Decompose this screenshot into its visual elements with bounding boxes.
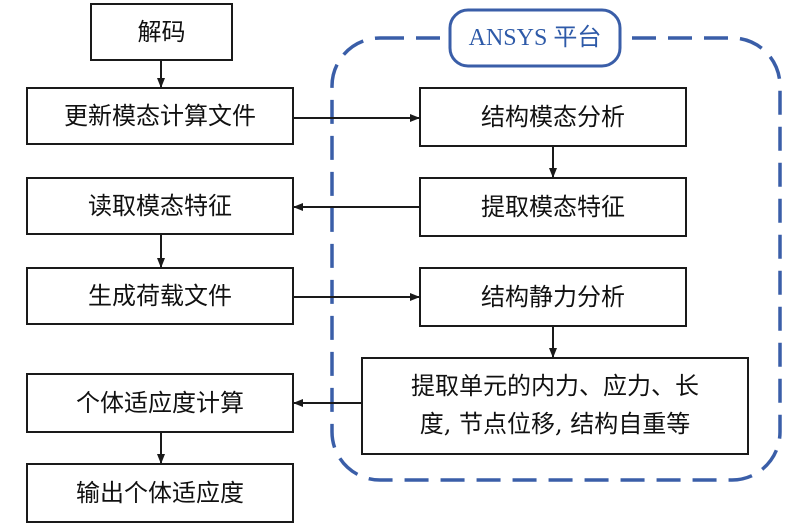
- output-fitness-node: 输出个体适应度: [26, 463, 294, 523]
- static-analysis-label: 结构静力分析: [481, 283, 625, 311]
- output-fitness-label: 输出个体适应度: [76, 479, 244, 507]
- ansys-platform-region: [330, 36, 782, 482]
- decode-node: 解码: [90, 3, 233, 61]
- read-modal-features-node: 读取模态特征: [26, 177, 294, 235]
- decode-label: 解码: [138, 18, 186, 46]
- extract-results-node: 提取单元的内力、应力、长 度, 节点位移, 结构自重等: [361, 357, 749, 455]
- generate-load-file-node: 生成荷载文件: [26, 267, 294, 325]
- read-modal-features-label: 读取模态特征: [88, 192, 232, 220]
- ansys-platform-tag: ANSYS 平台: [448, 8, 622, 68]
- fitness-calc-node: 个体适应度计算: [26, 373, 294, 433]
- extract-results-label-line1: 提取单元的内力、应力、长: [411, 372, 699, 400]
- static-analysis-node: 结构静力分析: [419, 267, 687, 327]
- extract-modal-features-node: 提取模态特征: [419, 177, 687, 237]
- modal-analysis-node: 结构模态分析: [419, 87, 687, 147]
- extract-modal-features-label: 提取模态特征: [481, 193, 625, 221]
- update-modal-file-label: 更新模态计算文件: [64, 102, 256, 130]
- fitness-calc-label: 个体适应度计算: [76, 389, 244, 417]
- extract-results-label-line2: 度, 节点位移, 结构自重等: [420, 410, 691, 438]
- ansys-platform-label: ANSYS 平台: [469, 24, 602, 51]
- modal-analysis-label: 结构模态分析: [481, 103, 625, 131]
- update-modal-file-node: 更新模态计算文件: [26, 87, 294, 145]
- generate-load-file-label: 生成荷载文件: [88, 282, 232, 310]
